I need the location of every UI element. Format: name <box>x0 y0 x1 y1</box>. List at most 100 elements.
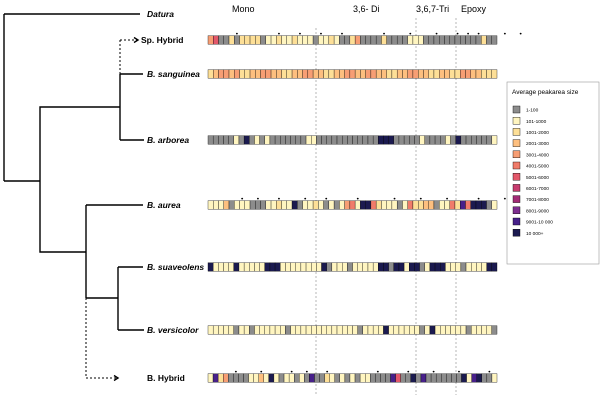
heatmap-cell <box>323 200 330 210</box>
heatmap-cell <box>234 69 240 79</box>
taxon-label-suaveolens: B. suaveolens <box>147 262 204 272</box>
heatmap-cell <box>450 135 456 145</box>
heatmap-cell <box>362 262 369 272</box>
marker-dot <box>488 370 491 373</box>
heatmap-cell <box>486 69 492 79</box>
heatmap-cell <box>475 69 482 79</box>
heatmap-cell <box>300 262 307 272</box>
heatmap-cell <box>319 373 325 383</box>
heatmap-cell <box>269 325 276 335</box>
heatmap-cell <box>471 135 477 145</box>
heatmap-cell <box>255 69 261 79</box>
legend-label: 8001-9000 <box>526 208 549 214</box>
group-header-di: 3,6- Di <box>353 4 380 14</box>
marker-dot <box>305 370 308 373</box>
heatmap-cell <box>239 69 245 79</box>
heatmap-cell <box>445 325 451 335</box>
heatmap-cell <box>362 325 369 335</box>
heatmap-cell <box>238 262 245 272</box>
heatmap-cell <box>238 373 244 383</box>
heatmap-cell <box>239 35 245 45</box>
heatmap-cell <box>393 135 400 145</box>
heatmap-cell <box>286 35 293 45</box>
heatmap-cell <box>412 35 419 45</box>
heatmap-cell <box>264 262 271 272</box>
heatmap-cell <box>259 262 265 272</box>
legend-frame <box>506 81 600 265</box>
marker-dot <box>278 197 280 200</box>
marker-dot <box>320 32 322 35</box>
heatmap-cell <box>278 373 285 383</box>
heatmap-cell <box>381 35 387 45</box>
heatmap-cell <box>336 262 343 272</box>
heatmap-cell <box>321 262 327 272</box>
heatmap-cell <box>239 200 245 210</box>
heatmap-cell <box>471 325 477 335</box>
heatmap-cell <box>276 35 282 45</box>
heatmap-cell <box>460 325 467 335</box>
group-header-tri: 3,6,7-Tri <box>416 4 449 14</box>
heatmap-cell <box>339 35 345 45</box>
heatmap-cell <box>223 262 229 272</box>
marker-dot <box>407 370 410 373</box>
heatmap-cell <box>354 200 361 210</box>
heatmap-cell <box>274 262 281 272</box>
heatmap-cell <box>466 373 472 383</box>
heatmap-cell <box>243 262 250 272</box>
heatmap-cell <box>269 262 276 272</box>
heatmap-cell <box>491 373 498 383</box>
marker-dot <box>241 197 244 200</box>
heatmap-cell <box>445 262 451 272</box>
taxon-label-aurea: B. aurea <box>147 200 181 210</box>
heatmap-cell <box>329 373 335 383</box>
heatmap-cell <box>265 200 272 210</box>
heatmap-cell <box>291 35 298 45</box>
heatmap-cell <box>260 35 266 45</box>
heatmap-cell <box>407 69 414 79</box>
heatmap-cell <box>344 35 351 45</box>
heatmap-cell <box>365 373 371 383</box>
heatmap-cell <box>213 200 219 210</box>
heatmap-cell <box>302 69 309 79</box>
heatmap-cell <box>305 135 312 145</box>
marker-dot <box>376 370 379 373</box>
marker-dot <box>236 32 238 35</box>
legend-label: 10 000+ <box>526 231 544 237</box>
heatmap-cell <box>212 135 219 145</box>
heatmap-cell <box>312 35 319 45</box>
heatmap-cell <box>218 325 224 335</box>
heatmap-cell <box>344 200 351 210</box>
legend-label: 101-1000 <box>526 119 547 125</box>
legend-label: 5001-6000 <box>526 175 549 181</box>
heatmap-cell <box>357 262 363 272</box>
heatmap-cell <box>333 69 340 79</box>
heatmap-cell <box>265 35 272 45</box>
marker-dot <box>409 32 412 35</box>
heatmap-cell <box>454 69 461 79</box>
heatmap-cell <box>429 262 436 272</box>
heatmap-cell <box>456 373 462 383</box>
legend-swatch <box>512 184 521 192</box>
heatmap-cell <box>270 69 277 79</box>
heatmap-cell <box>234 35 240 45</box>
heatmap-cell <box>481 373 488 383</box>
heatmap-cell <box>304 373 310 383</box>
heatmap-cell <box>260 69 266 79</box>
heatmap-cell <box>455 135 462 145</box>
heatmap-cell <box>286 200 293 210</box>
heatmap-cell <box>476 262 482 272</box>
heatmap-cell <box>259 135 265 145</box>
heatmap-cell <box>326 325 333 335</box>
heatmap-cell <box>410 373 417 383</box>
heatmap-cell <box>423 69 429 79</box>
heatmap-cell <box>465 135 472 145</box>
heatmap-cell <box>244 200 251 210</box>
heatmap-cell <box>286 69 293 79</box>
heatmap-cell <box>339 69 345 79</box>
heatmap-cell <box>428 69 435 79</box>
heatmap-cell <box>347 262 353 272</box>
heatmap-cell <box>420 373 427 383</box>
heatmap-cell <box>274 135 281 145</box>
heatmap-cell <box>276 200 282 210</box>
heatmap-cell <box>300 135 307 145</box>
